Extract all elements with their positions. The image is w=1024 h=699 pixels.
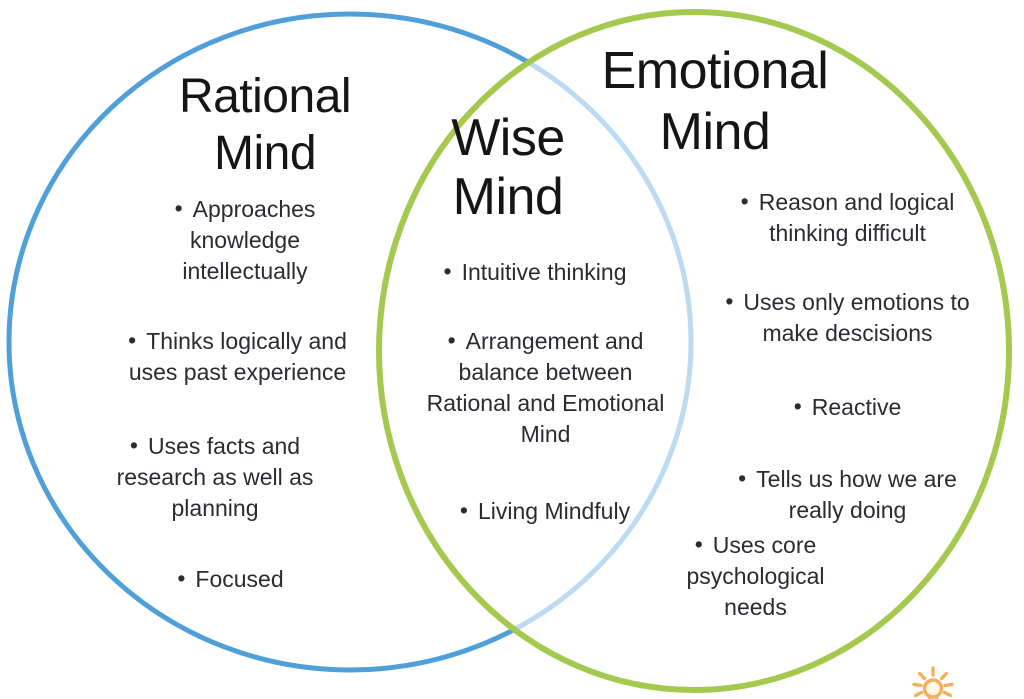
text-line: Focused (195, 566, 284, 592)
title-line: Emotional (601, 42, 829, 100)
text-line: Mind (520, 421, 571, 447)
text-line: Uses facts and (147, 433, 301, 459)
text-line: intellectually (182, 258, 308, 284)
text-line: Rational and Emotional (426, 390, 665, 416)
title-line: Wise (451, 109, 565, 167)
text-line: balance between (458, 359, 633, 385)
text-line: Uses only emotions to (743, 289, 970, 315)
text-line: • Uses only emotions to (715, 287, 980, 318)
text-line: • Living Mindfuly (420, 496, 670, 527)
text-line: really doing (788, 497, 907, 523)
emotional-bullet-reactive: • Reactive (765, 392, 930, 423)
bullet-dot: • (129, 432, 138, 458)
text-line: • Focused (148, 564, 313, 595)
bullet-dot: • (793, 393, 802, 419)
bullet-dot: • (740, 188, 749, 214)
text-line: • Tells us how we are (725, 464, 970, 495)
title-line: Rational (178, 70, 352, 123)
text-line: Approaches (192, 196, 316, 222)
lightbulb-icon (912, 666, 954, 699)
bullet-dot: • (459, 497, 468, 523)
text-line: • Thinks logically and (100, 326, 375, 357)
title-line: Mind (213, 127, 317, 180)
text-line: needs (724, 594, 787, 620)
text-line: Reactive (811, 394, 902, 420)
bullet-dot: • (128, 327, 137, 353)
text-line: Living Mindfuly (477, 498, 631, 524)
text-line: research as well as (116, 464, 314, 490)
rational-bullet-thinks-logically: • Thinks logically and uses past experien… (100, 326, 375, 388)
emotional-bullet-core-needs: • Uses core psychological needs (668, 530, 843, 623)
text-line: knowledge (190, 227, 300, 253)
bullet-dot: • (174, 195, 183, 221)
emotional-bullet-only-emotions: • Uses only emotions to make descisions (715, 287, 980, 349)
text-line: psychological (686, 563, 825, 589)
emotional-bullet-reason-difficult: • Reason and logical thinking difficult (735, 187, 960, 249)
title-line: Mind (452, 168, 564, 226)
text-line: Arrangement and (465, 328, 644, 354)
title-line: Mind (659, 103, 771, 161)
bullet-dot: • (694, 531, 703, 557)
wise-bullet-intuitive-thinking: • Intuitive thinking (400, 257, 670, 288)
text-line: • Intuitive thinking (400, 257, 670, 288)
text-line: • Uses core (668, 530, 843, 561)
rational-mind-title: Rational Mind (105, 68, 425, 182)
bullet-dot: • (443, 258, 452, 284)
text-line: Thinks logically and (146, 328, 347, 354)
text-line: make descisions (762, 320, 933, 346)
emotional-mind-title: Emotional Mind (550, 41, 880, 163)
text-line: thinking difficult (769, 220, 926, 246)
wise-mind-title: Wise Mind (383, 109, 633, 227)
text-line: • Reactive (765, 392, 930, 423)
wise-bullet-living-mindfully: • Living Mindfuly (420, 496, 670, 527)
text-line: planning (171, 495, 259, 521)
text-line: Uses core (712, 532, 817, 558)
text-line: • Arrangement and (408, 326, 683, 357)
text-line: • Uses facts and (95, 431, 335, 462)
emotional-mind-circle (376, 9, 1012, 693)
text-line: • Reason and logical (735, 187, 960, 218)
text-line: Tells us how we are (756, 466, 957, 492)
bullet-dot: • (738, 465, 747, 491)
wise-bullet-arrangement-balance: • Arrangement and balance between Rationa… (408, 326, 683, 450)
rational-bullet-approaches-knowledge: • Approaches knowledge intellectually (130, 194, 360, 287)
rational-bullet-focused: • Focused (148, 564, 313, 595)
text-line: Reason and logical (758, 189, 955, 215)
text-line: Intuitive thinking (461, 259, 627, 285)
bullet-dot: • (177, 565, 186, 591)
bullet-dot: • (447, 327, 456, 353)
text-line: uses past experience (128, 359, 347, 385)
text-line: • Approaches (130, 194, 360, 225)
bullet-dot: • (725, 288, 734, 314)
emotional-bullet-tells-us: • Tells us how we are really doing (725, 464, 970, 526)
rational-bullet-uses-facts: • Uses facts and research as well as plan… (95, 431, 335, 524)
